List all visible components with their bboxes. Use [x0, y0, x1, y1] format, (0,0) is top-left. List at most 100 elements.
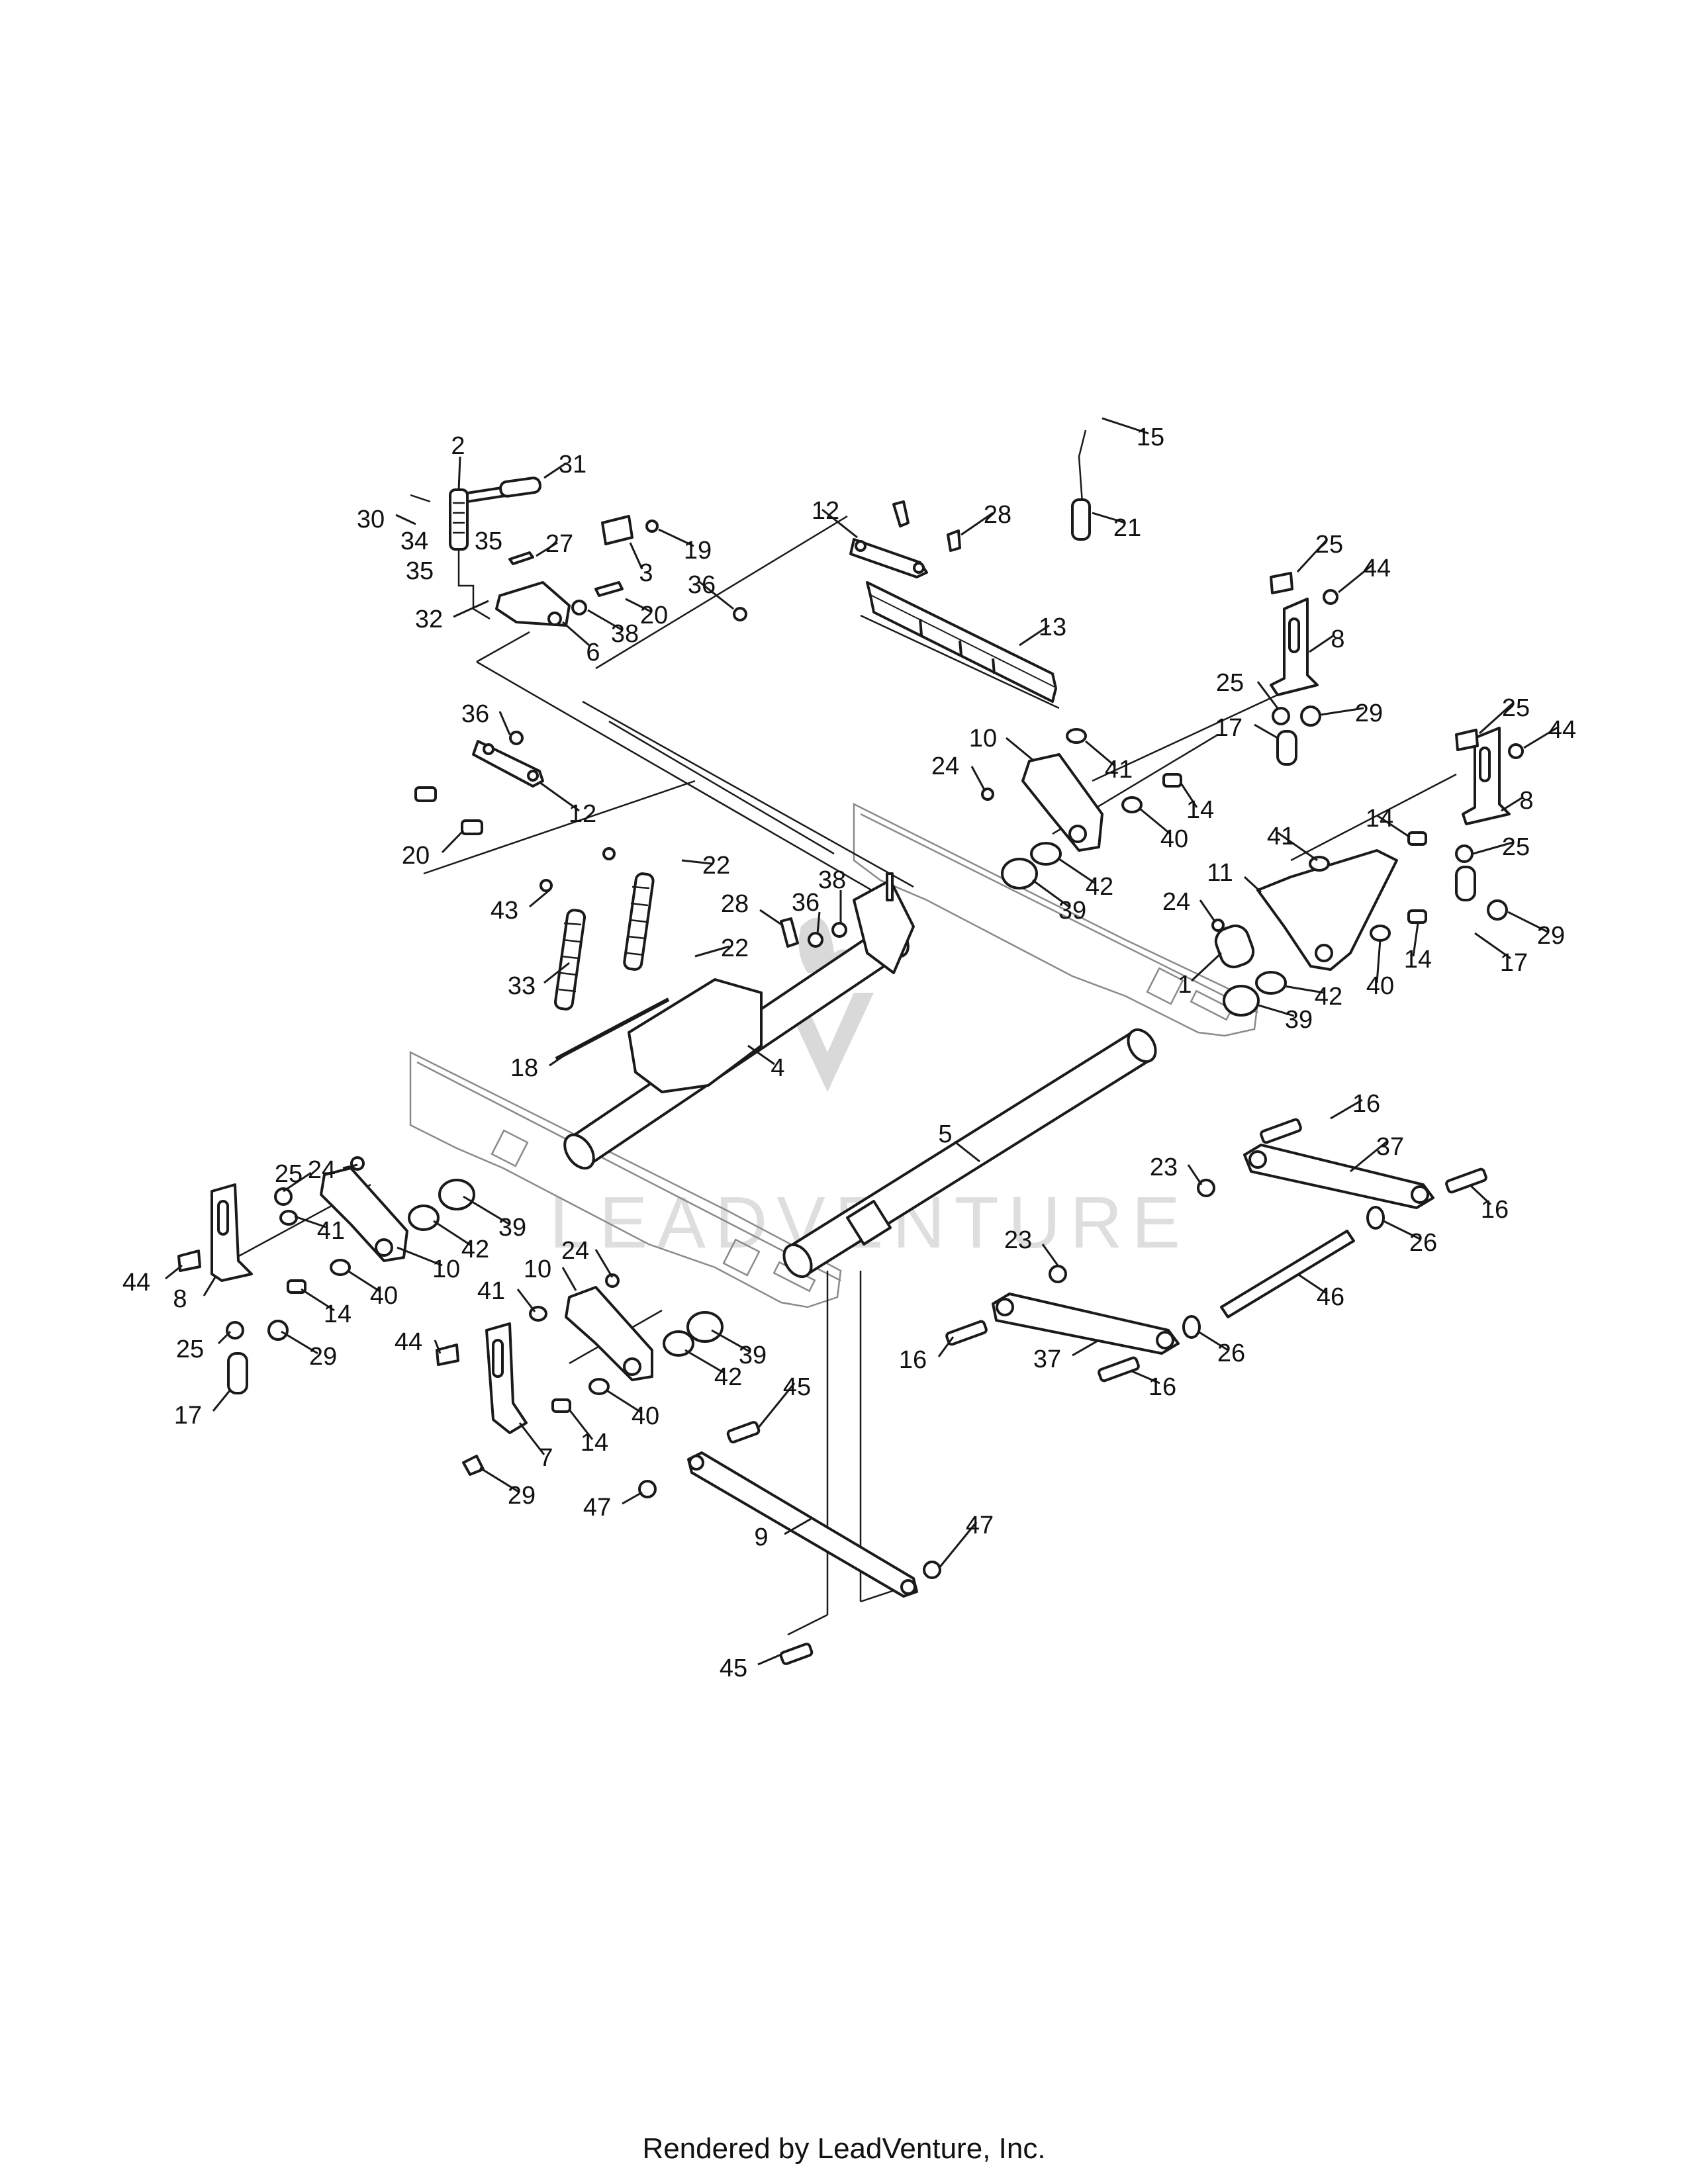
callout-number: 22 [702, 852, 730, 880]
callout-number: 18 [510, 1054, 538, 1082]
callout-number: 24 [1162, 888, 1190, 916]
callout-number: 39 [739, 1342, 767, 1369]
lift-shaft [563, 872, 915, 1170]
callout-number: 17 [1500, 949, 1528, 977]
callout-number: 9 [754, 1524, 768, 1551]
callout-number: 10 [432, 1255, 460, 1283]
height-adjust-bar [866, 581, 1057, 703]
callout-number: 12 [569, 800, 596, 828]
callout-number: 42 [1086, 873, 1113, 901]
lever-bracket [495, 551, 571, 627]
callout-number: 24 [931, 752, 959, 780]
callout-number: 37 [1376, 1133, 1404, 1161]
callout-number: 14 [1404, 946, 1432, 974]
callout-number: 45 [720, 1655, 747, 1682]
callout-number: 30 [357, 506, 385, 533]
link-bar-9 [638, 1421, 941, 1665]
callout-number: 20 [640, 602, 668, 629]
callout-number: 4 [771, 1054, 784, 1082]
callout-number: 43 [491, 897, 518, 925]
callout-number: 27 [545, 530, 573, 558]
callout-number: 14 [1366, 805, 1393, 833]
link-plate-lower [414, 731, 544, 835]
callout-number: 16 [899, 1346, 927, 1374]
callout-number: 40 [632, 1402, 659, 1430]
link-arms-37 [945, 1118, 1487, 1383]
callout-number: 2 [451, 432, 465, 460]
callout-number: 32 [415, 606, 443, 633]
callout-number: 29 [1355, 700, 1383, 727]
callout-number: 6 [586, 639, 600, 666]
callout-number: 29 [309, 1343, 337, 1371]
bracket-top-right [1270, 572, 1338, 766]
callout-number: 25 [1502, 833, 1530, 861]
callout-number: 39 [1285, 1006, 1313, 1034]
callout-number: 44 [1363, 555, 1391, 582]
callout-number: 47 [583, 1494, 611, 1522]
callout-number: 47 [966, 1512, 994, 1539]
callout-number: 16 [1481, 1196, 1509, 1224]
callout-number: 29 [508, 1482, 536, 1510]
chassis-frame-front [409, 1050, 842, 1308]
arm-left [177, 1156, 475, 1394]
lift-springs [539, 847, 655, 1011]
callout-number: 23 [1004, 1226, 1032, 1254]
callout-number: 24 [308, 1156, 336, 1184]
callout-number: 41 [1105, 756, 1133, 784]
callout-number: 10 [969, 725, 997, 752]
callout-number: 14 [324, 1300, 352, 1328]
callout-number: 5 [938, 1120, 952, 1148]
callout-number: 39 [498, 1214, 526, 1242]
callout-number: 45 [783, 1373, 811, 1401]
callout-number: 42 [461, 1236, 489, 1263]
callout-number: 35 [406, 557, 434, 585]
callout-number: 10 [524, 1255, 551, 1283]
callout-number: 33 [508, 972, 536, 1000]
callout-number: 36 [461, 700, 489, 728]
callout-number: 36 [688, 571, 716, 599]
arm-right [1211, 727, 1524, 1017]
callout-number: 12 [812, 497, 839, 525]
callout-number: 42 [714, 1363, 742, 1391]
callout-number: 35 [475, 527, 502, 555]
callout-number: 41 [317, 1217, 345, 1245]
callout-number: 38 [818, 866, 846, 894]
callout-number: 21 [1113, 514, 1141, 542]
callout-number: 20 [402, 842, 430, 870]
link-plate-upper [849, 500, 961, 578]
chassis-frame-rear [853, 802, 1259, 1037]
pin-rod [555, 997, 670, 1061]
callout-number: 41 [1267, 823, 1295, 850]
callout-number: 22 [721, 934, 749, 962]
callout-number: 25 [1502, 694, 1530, 722]
callout-number: 34 [400, 527, 428, 555]
callout-number: 40 [1366, 972, 1394, 1000]
callout-number: 16 [1352, 1090, 1380, 1118]
callout-number: 17 [1215, 714, 1243, 742]
callout-number: 28 [984, 501, 1011, 529]
callout-number: 1 [1178, 971, 1192, 999]
footer-credit: Rendered by LeadVenture, Inc. [642, 2132, 1046, 2165]
arm-upper-right [981, 728, 1182, 889]
callout-number: 16 [1149, 1373, 1176, 1401]
callout-number: 44 [1548, 716, 1576, 744]
callout-number: 31 [559, 451, 586, 478]
callout-number: 40 [370, 1282, 398, 1310]
rod-46 [1182, 1206, 1385, 1339]
callout-number: 42 [1315, 983, 1342, 1011]
callout-number: 15 [1137, 424, 1164, 451]
callout-number: 41 [477, 1277, 505, 1305]
callout-number: 39 [1058, 897, 1086, 925]
callout-number: 38 [611, 620, 639, 648]
callout-number: 44 [122, 1269, 150, 1297]
callout-number: 7 [539, 1444, 553, 1472]
clip-and-bolt [571, 515, 747, 621]
callout-leaders [165, 417, 1560, 1666]
callout-number: 23 [1150, 1154, 1178, 1181]
callout-number: 37 [1033, 1345, 1061, 1373]
cable-pin [1071, 430, 1091, 541]
callout-number: 40 [1160, 825, 1188, 853]
callout-number: 24 [561, 1237, 589, 1265]
